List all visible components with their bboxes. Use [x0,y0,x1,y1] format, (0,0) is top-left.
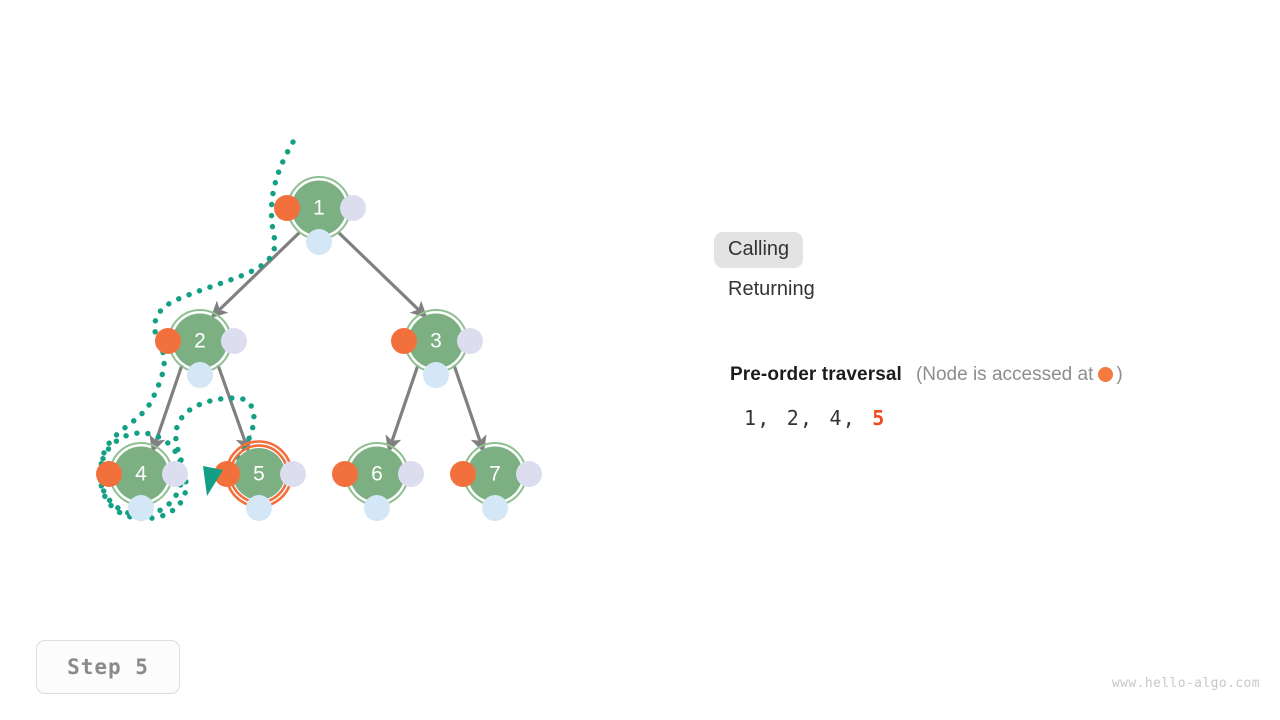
tree-svg: 1 2 3 4 [96,139,542,522]
right-dot [340,195,366,221]
traversal-note-prefix: (Node is accessed at [915,364,1094,385]
tree-node-7[interactable]: 7 [450,442,542,521]
node-label: 4 [135,463,147,486]
tree-node-6[interactable]: 6 [332,442,424,521]
bottom-dot [306,229,332,255]
legend-calling-label: Calling [714,232,804,268]
footer-watermark-text: www.hello-algo.com [1111,676,1260,691]
node-body [233,448,285,500]
right-dot [162,461,188,487]
legend-row-calling: Calling [714,232,1254,268]
legend-row-returning: Returning [714,272,1254,308]
current-node-pointer-icon [203,466,223,496]
traversal-item: 4 [829,405,843,430]
access-dot [332,461,358,487]
traversal-heading: Pre-order traversal (Node is accessed at) [730,364,1260,387]
legend-panel: Calling Returning [714,232,1254,312]
bottom-dot [482,495,508,521]
node-body [291,180,347,236]
traversal-sequence: 1, 2, 4, 5 [744,406,1260,430]
edge-3-6 [385,364,420,453]
node-body [349,446,405,502]
tree-node-4[interactable]: 4 [96,442,188,521]
traversal-item: 5 [872,405,886,430]
edge-3-7 [452,364,487,453]
traversal-separator: , [799,405,827,430]
right-dot [457,328,483,354]
right-dot [280,461,306,487]
node-label: 3 [430,330,442,353]
node-label: 2 [194,330,206,353]
edge-1-3 [336,230,428,319]
access-dot [274,195,300,221]
tree-diagram: 1 2 3 4 [0,0,620,600]
access-dot [96,461,122,487]
traversal-item: 1 [744,405,758,430]
tree-node-3[interactable]: 3 [391,309,483,388]
bottom-dot [246,495,272,521]
right-dot [221,328,247,354]
edge-2-4 [149,364,184,453]
legend-returning-label: Returning [728,278,815,300]
traversal-note-suffix: ) [1116,364,1123,385]
footer-watermark: www.hello-algo.com [1112,676,1260,691]
right-dot [398,461,424,487]
edge-1-2 [210,230,302,319]
node-body [113,446,169,502]
node-label: 1 [313,197,325,220]
tree-node-1[interactable]: 1 [274,176,366,255]
node-body [408,313,464,369]
node-label: 7 [489,463,501,486]
access-dot [391,328,417,354]
bottom-dot [187,362,213,388]
bottom-dot [364,495,390,521]
node-body [467,446,523,502]
traversal-separator: , [757,405,784,430]
access-dot [450,461,476,487]
traversal-title: Pre-order traversal [730,364,902,385]
step-badge-label: Step 5 [67,655,149,679]
bottom-dot [423,362,449,388]
step-badge: Step 5 [36,640,180,694]
access-dot [214,461,240,487]
edge-2-5 [216,364,252,453]
tree-node-2[interactable]: 2 [155,309,247,388]
node-label: 5 [253,463,265,486]
node-body [172,313,228,369]
access-dot-icon [1098,367,1114,382]
bottom-dot [128,495,154,521]
tree-node-5[interactable]: 5 [214,440,306,522]
right-dot [516,461,542,487]
node-label: 6 [371,463,383,486]
access-dot [155,328,181,354]
traversal-item: 2 [786,405,800,430]
traversal-block: Pre-order traversal (Node is accessed at)… [730,364,1260,430]
tree-edges [149,230,487,453]
traversal-separator: , [842,405,870,430]
